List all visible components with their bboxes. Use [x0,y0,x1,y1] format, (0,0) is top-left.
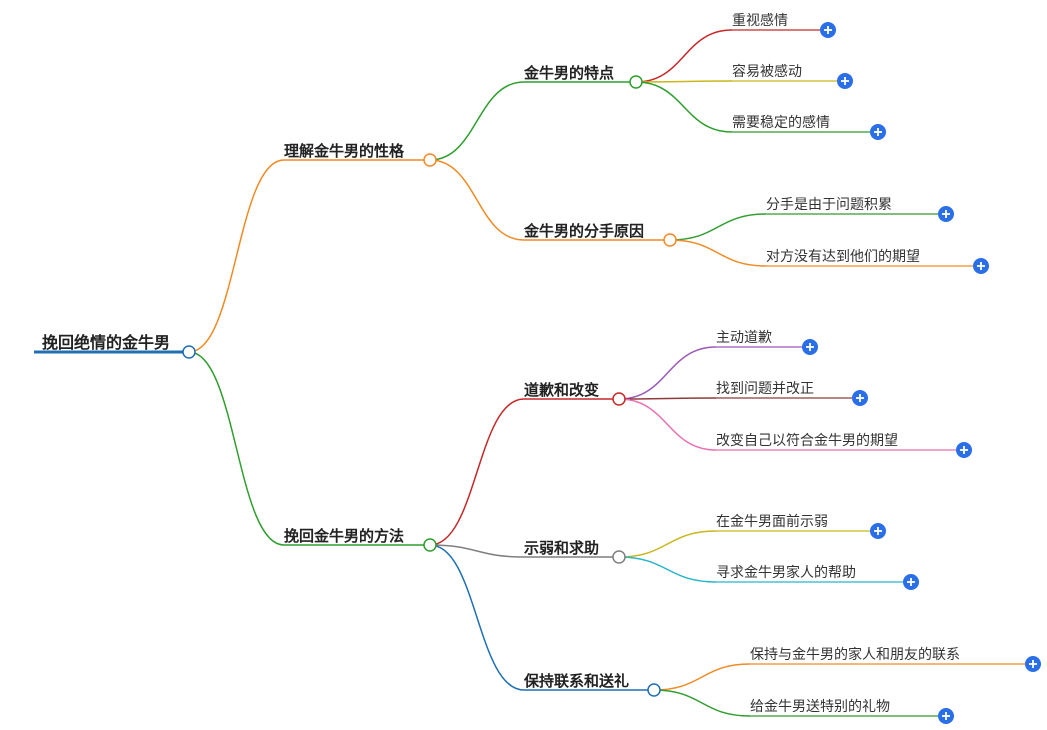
edge-topic-to-leaf [653,663,751,691]
edge-topic-to-leaf [618,398,717,451]
collapse-toggle-icon[interactable] [629,75,643,89]
edge-topic-to-leaf [635,29,733,83]
topic-node-label: 金牛男的分手原因 [523,222,644,240]
edge-branch-to-topic [429,544,525,691]
leaf-node-label: 保持与金牛男的家人和朋友的联系 [750,646,960,663]
expand-plus-icon[interactable] [837,73,853,89]
leaf-node-label: 找到问题并改正 [716,381,814,397]
leaf-node-label: 在金牛男面前示弱 [716,513,828,530]
expand-plus-icon[interactable] [852,390,868,406]
topic-node-label: 道歉和改变 [524,381,599,399]
collapse-toggle-icon[interactable] [663,233,677,247]
collapse-toggle-icon[interactable] [423,153,437,167]
expand-plus-icon[interactable] [903,574,919,590]
nodes-layer: 挽回绝情的金牛男 理解金牛男的性格 金牛男的特点 重视感情容易被感动需要稳定的感情金牛… [42,12,1041,724]
edge-branch-to-topic [429,398,525,546]
expand-plus-icon[interactable] [1025,656,1041,672]
expand-plus-icon[interactable] [956,442,972,458]
collapse-toggle-icon[interactable] [182,345,196,359]
edge-topic-to-leaf [618,556,717,583]
collapse-toggle-icon[interactable] [423,538,437,552]
edge-branch-to-topic [429,159,525,241]
leaf-node-label: 寻求金牛男家人的帮助 [716,564,856,581]
topic-node-label: 金牛男的特点 [523,64,614,82]
edge-topic-to-leaf [653,689,751,717]
edge-root-to-branch [188,159,285,353]
branch-node-label: 挽回金牛男的方法 [284,527,404,545]
leaf-node-label: 需要稳定的感情 [732,114,830,131]
edge-branch-to-topic [429,544,525,558]
expand-plus-icon[interactable] [870,523,886,539]
leaf-node-label: 给金牛男送特别的礼物 [750,699,890,715]
leaf-node-label: 主动道歉 [716,329,772,346]
edge-topic-to-leaf [618,530,717,558]
edge-topic-to-leaf [635,80,733,83]
collapse-toggle-icon[interactable] [647,683,661,697]
edge-topic-to-leaf [635,81,733,133]
expand-plus-icon[interactable] [820,22,836,38]
edges-layer [34,29,1025,717]
collapse-toggle-icon[interactable] [612,550,626,564]
leaf-node-label: 改变自己以符合金牛男的期望 [716,433,898,449]
edge-topic-to-leaf [669,239,767,267]
leaf-node-label: 分手是由于问题积累 [766,197,892,213]
expand-plus-icon[interactable] [938,708,954,724]
branch-node-label: 理解金牛男的性格 [284,142,405,160]
topic-node-label: 保持联系和送礼 [523,672,629,690]
edge-topic-to-leaf [618,397,717,400]
expand-plus-icon[interactable] [938,206,954,222]
expand-plus-icon[interactable] [973,258,989,274]
leaf-node-label: 对方没有达到他们的期望 [766,249,920,265]
expand-plus-icon[interactable] [870,124,886,140]
edge-topic-to-leaf [669,213,767,241]
edge-root-to-branch [188,351,285,546]
expand-plus-icon[interactable] [802,339,818,355]
edge-branch-to-topic [429,81,525,161]
topic-node-label: 示弱和求助 [524,539,599,557]
leaf-node-label: 容易被感动 [732,63,802,80]
collapse-toggle-icon[interactable] [612,392,626,406]
root-node-label: 挽回绝情的金牛男 [42,333,170,352]
edge-topic-to-leaf [618,346,717,400]
leaf-node-label: 重视感情 [732,12,788,29]
